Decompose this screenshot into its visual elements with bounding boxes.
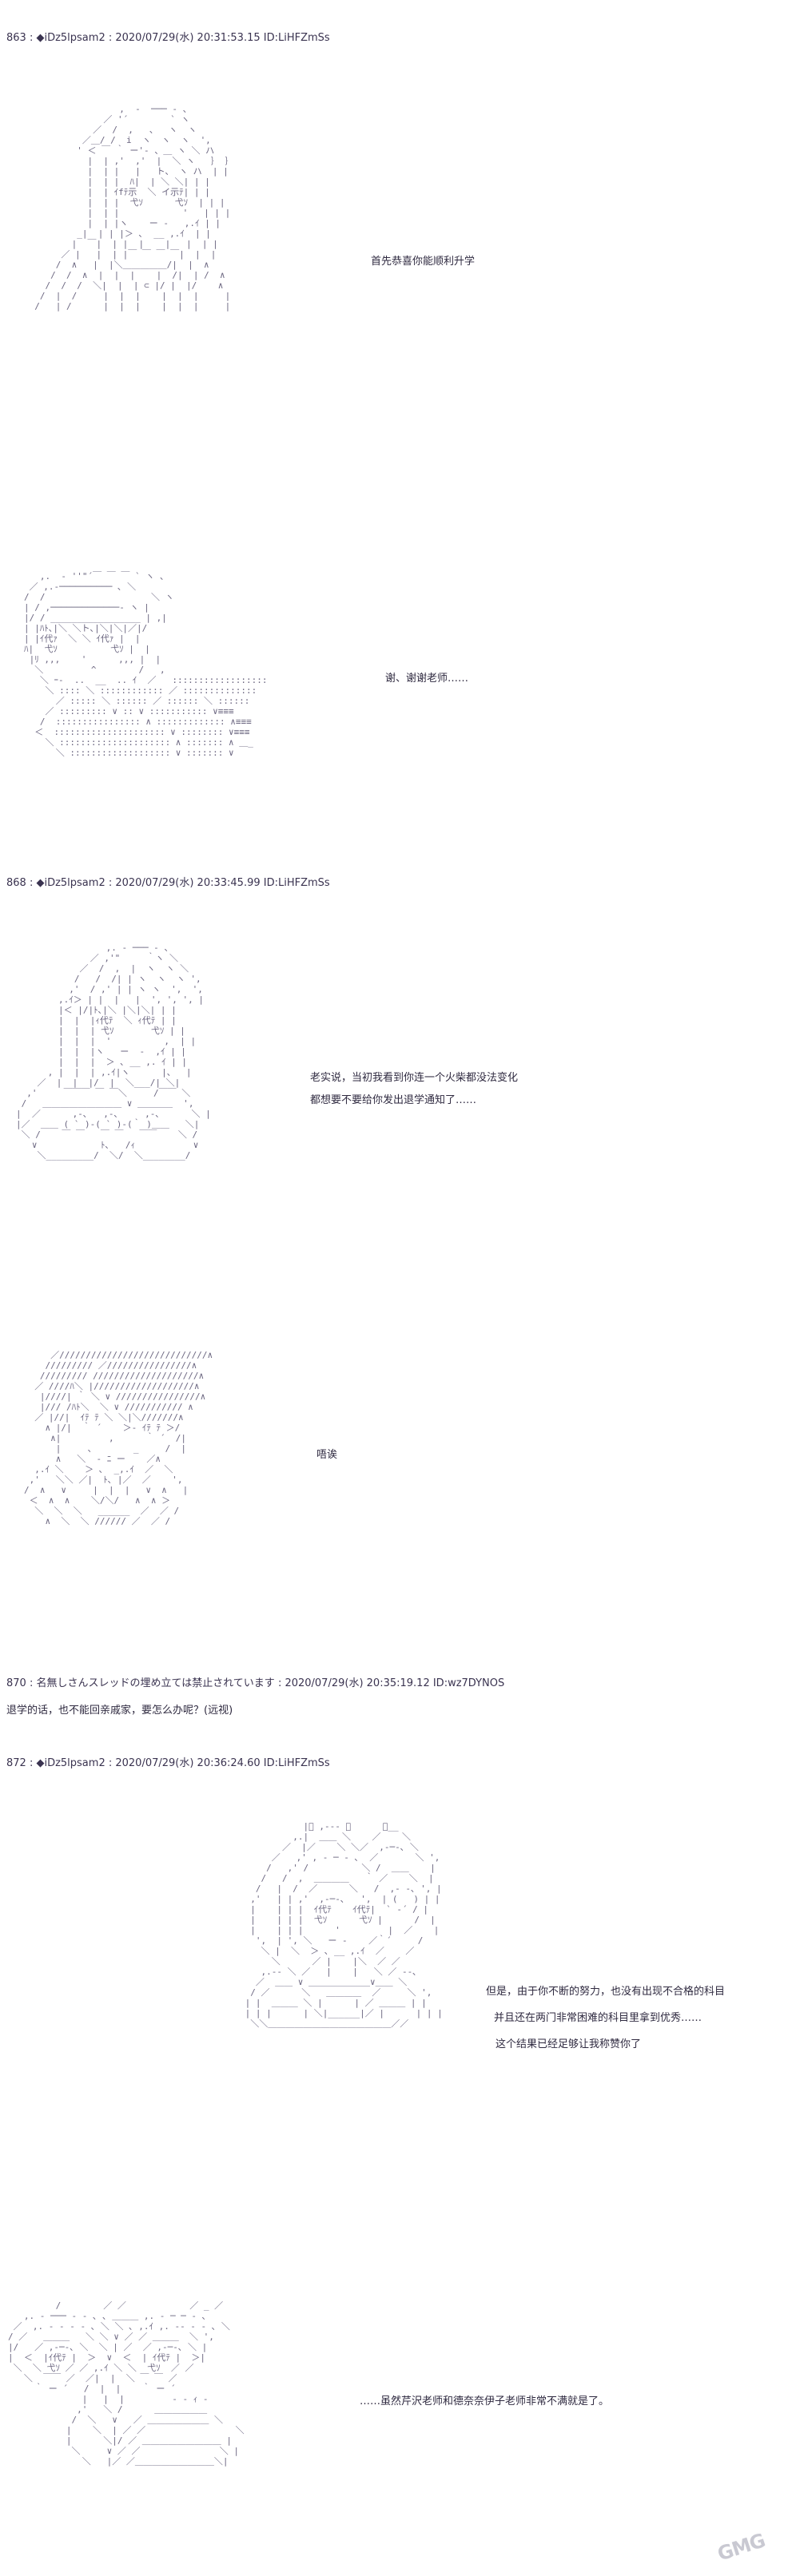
post-header-870: 870 : 名無しさんスレッドの埋め立ては禁止されています : 2020/07/… [6,1677,505,1689]
post-header-872: 872 : ◆iDz5lpsam2 : 2020/07/29(水) 20:36:… [6,1757,330,1769]
post-header-868: 868 : ◆iDz5lpsam2 : 2020/07/29(水) 20:33:… [6,877,330,889]
ascii-art-teacher-top: , - ─── - 、 ／ '´ ` ヽ ／ / , 、 ヽ ヽ ／＿/ / i… [34,104,234,312]
dialogue-line: 并且还在两门非常困难的科目里拿到优秀…… [494,2012,702,2024]
watermark-logo: GMG [709,2522,779,2576]
dialogue-line: 都想要不要给你发出退学通知了…… [310,1094,477,1106]
dialogue-line: 首先恭喜你能顺利升学 [371,256,476,268]
post-header-863: 863 : ◆iDz5lpsam2 : 2020/07/29(水) 20:31:… [6,32,330,44]
dialogue-line: ……虽然芹沢老师和德奈奈伊子老师非常不满就是了。 [360,2395,610,2407]
post-body-870: 退学的话，也不能回亲戚家，要怎么办呢？(远视) [6,1705,233,1717]
dialogue-line: 谢、谢谢老师…… [385,673,469,685]
watermark-text: GMG [714,2529,768,2566]
ascii-art-teacher-lying: / ／ ／ ／ _ ／ ,. ‐ ─── ‐ - ､ ､ ＿＿＿ ,. - ─ … [8,2300,245,2467]
ascii-art-student-surprised: ／////////////////////////////∧ /////////… [24,1350,213,1526]
ascii-art-teacher-arms-crossed: ,. - ─── - 、 ／ ,'" ｀ヽ ＼ ／ / , | ヽ ヽ ＼ / … [16,943,211,1161]
dialogue-line: 这个结果已经足够让我称赞你了 [496,2038,642,2050]
dialogue-line: 唔诶 [316,1449,338,1461]
dialogue-line: 老实说，当初我看到你连一个火柴都没法变化 [310,1072,519,1084]
ascii-art-student-bow: ,. ‐ ''"´￣ ￣ ￣ ` ヽ 、 ／ ,.-────────── ､ ＼… [24,571,268,758]
ascii-art-teacher-smile: |ﾞ ,-‐- 、 ＿__ ,.| ＿＿ ＼ ／ ＼ ／ |／ ＼ ＼／ ,-─… [245,1821,443,2029]
dialogue-line: 但是，由于你不断的努力，也没有出现不合格的科目 [486,1986,726,1998]
